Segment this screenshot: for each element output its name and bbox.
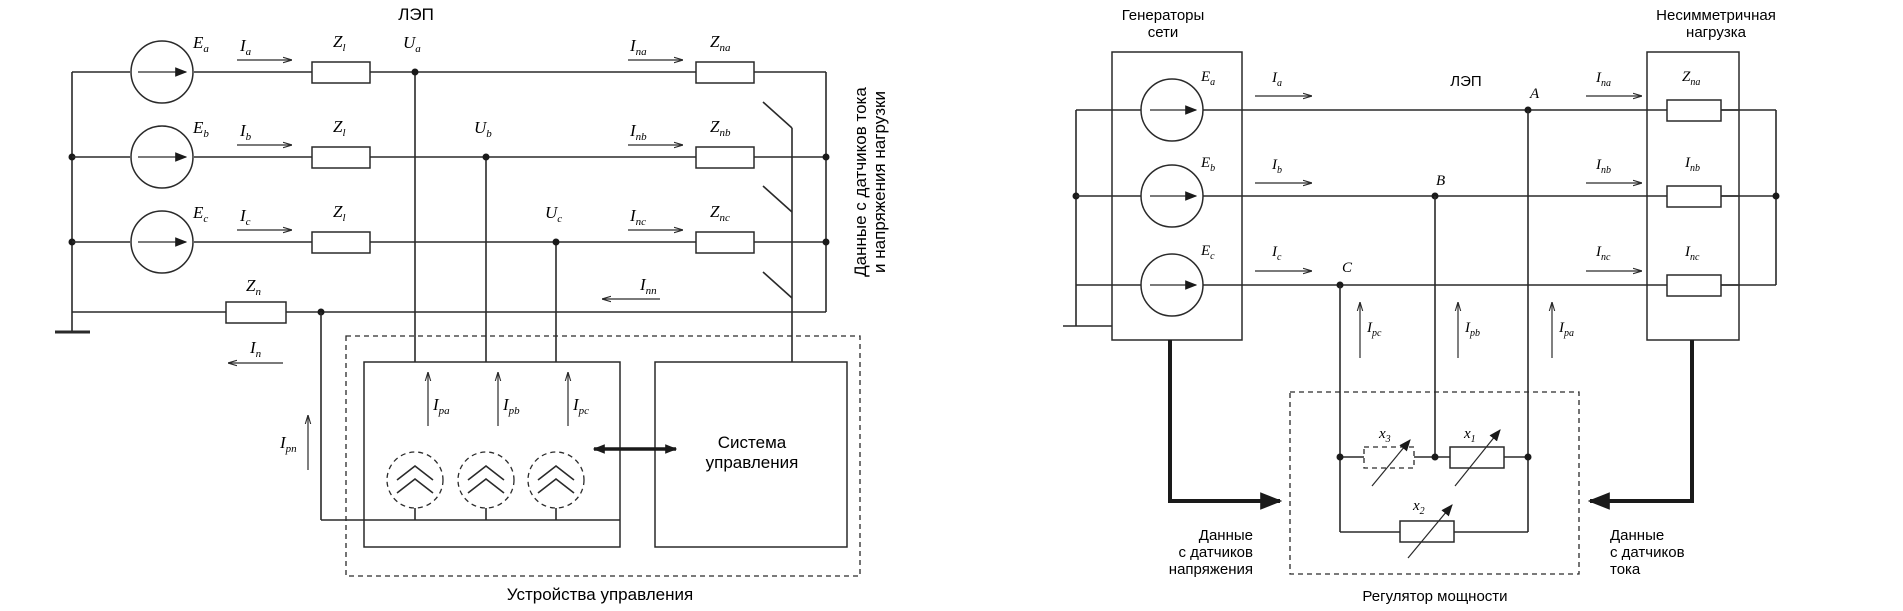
left-source-c [130,210,194,274]
right-inc-label: Inc [1684,244,1700,263]
left-voltage-b-label: Ub [474,118,492,140]
right-generator-b [1140,164,1204,228]
left-in-label: In [249,338,262,360]
left-sensor-label-line2: и напряжения нагрузки [870,91,889,273]
right-inb-label: Inb [1684,155,1700,174]
left-znb-label: Znb [710,117,731,139]
right-zna-label: Zna [1682,69,1700,88]
left-voltage-c-label: Uc [545,203,562,225]
left-source-c-label: Ec [192,203,208,225]
right-voltage-data-arrow [1168,340,1283,510]
right-ipb-label: Ipb [1464,320,1480,339]
left-load-current-c-label: Inc [629,206,646,228]
left-sensor-lines [762,101,793,362]
left-ipn-label: Ipn [279,433,297,455]
right-node-a: A [1529,86,1540,102]
left-zn [225,301,287,324]
left-control-system-box [654,361,848,548]
right-generators-line2: сети [1148,24,1179,41]
left-diagram: ЛЭП [55,5,889,604]
left-source-a-label: Ea [192,33,209,55]
left-zna [695,61,755,84]
right-x1-label: x1 [1463,426,1476,445]
left-zl-a [311,61,371,84]
right-znc [1666,274,1722,297]
left-current-b-label: Ib [239,121,252,143]
left-source-b-label: Eb [192,118,209,140]
right-load-current-b-label: Inb [1595,157,1611,176]
right-generator-c [1140,253,1204,317]
right-current-a-label: Ia [1271,70,1282,89]
left-zl-b-label: Zl [333,117,346,139]
left-zl-c [311,231,371,254]
right-node-b: B [1436,173,1445,189]
left-znb [695,146,755,169]
right-current-c-label: Ic [1271,244,1282,263]
right-load-current-a-label: Ina [1595,70,1611,89]
right-znb [1666,185,1722,208]
left-compensator-c [527,451,585,509]
left-sensor-label: Данные с датчиков тока и напряжения нагр… [851,87,889,277]
right-x2-label: x2 [1412,498,1425,517]
right-regulator-frame [1289,391,1580,575]
right-ipc-label: Ipc [1366,320,1382,339]
left-control-system-line1: Система [718,433,787,452]
right-ipa-label: Ipa [1558,320,1574,339]
left-source-b [130,125,194,189]
right-node-c: C [1342,260,1353,276]
right-generator-a [1140,78,1204,142]
left-zl-b [311,146,371,169]
left-zn-label: Zn [246,276,261,298]
right-voltage-data-line2: с датчиков [1178,544,1253,561]
right-zna [1666,99,1722,122]
right-regulator-caption: Регулятор мощности [1362,588,1507,605]
left-zl-a-label: Zl [333,32,346,54]
right-current-data-label: Данные с датчиков тока [1610,527,1685,578]
right-line-title: ЛЭП [1450,73,1481,90]
left-inn-label: Inn [639,275,657,297]
left-load-current-b-label: Inb [629,121,647,143]
left-control-system-line2: управления [706,453,799,472]
right-x3-label: x3 [1378,426,1391,445]
right-regulator-network [1336,429,1532,559]
left-control-devices-frame [345,335,861,577]
right-current-data-arrow [1587,340,1694,510]
right-current-data-line2: с датчиков [1610,544,1685,561]
left-voltage-a-label: Ua [403,33,421,55]
left-devices-caption: Устройства управления [507,585,693,604]
left-znc [695,231,755,254]
right-load-line2: нагрузка [1686,24,1747,41]
right-load-current-c-label: Inc [1595,244,1611,263]
right-voltage-data-line1: Данные [1199,527,1253,544]
right-load-line1: Несимметричная [1656,7,1776,24]
left-current-a-label: Ia [239,36,252,58]
right-voltage-data-label: Данные с датчиков напряжения [1169,527,1253,578]
left-line-title: ЛЭП [398,5,434,24]
right-current-data-line1: Данные [1610,527,1664,544]
left-source-a [130,40,194,104]
left-current-c-label: Ic [239,206,251,228]
right-generators-line1: Генераторы [1122,7,1205,24]
right-diagram: Генераторы сети ЛЭП Несимметричная нагру… [1063,7,1780,605]
left-zna-label: Zna [710,32,731,54]
right-current-b-label: Ib [1271,157,1282,176]
left-compensator-b [457,451,515,509]
left-zl-c-label: Zl [333,202,346,224]
right-voltage-data-line3: напряжения [1169,561,1253,578]
left-znc-label: Znc [710,202,730,224]
left-load-current-a-label: Ina [629,36,647,58]
left-compensator-a [386,451,444,509]
right-current-data-line3: тока [1610,561,1641,578]
left-sensor-label-line1: Данные с датчиков тока [851,87,870,277]
